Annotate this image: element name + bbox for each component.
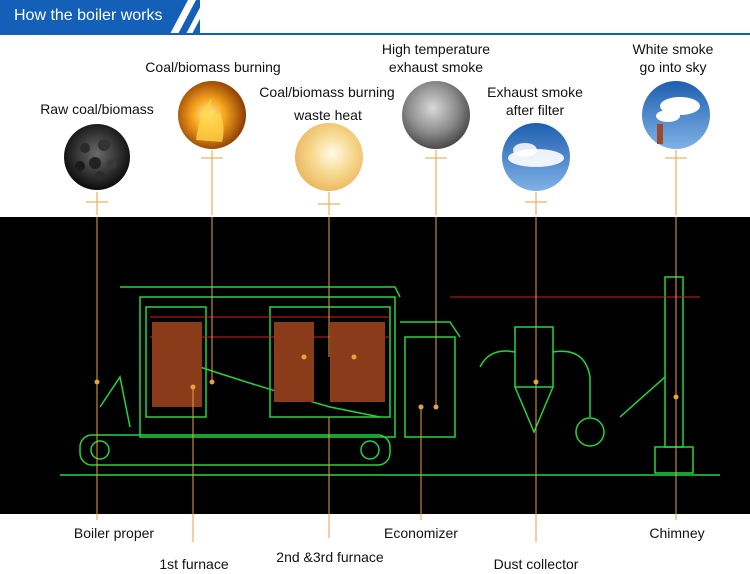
label-2nd-3rd-furnace: 2nd &3rd furnace [276, 549, 384, 565]
label-burning: Coal/biomass burning [145, 59, 281, 75]
filtered-smoke-photo-icon [502, 123, 570, 191]
label-chimney: Chimney [649, 525, 705, 541]
label-after-filter-line2: after filter [505, 102, 565, 118]
label-dust-collector: Dust collector [493, 556, 579, 572]
boiler-schematic [60, 217, 720, 514]
header-rule [0, 33, 750, 35]
smoke-photo-icon [402, 81, 470, 149]
label-white-smoke-line2: go into sky [639, 59, 707, 75]
label-high-temp-line2: exhaust smoke [388, 59, 484, 75]
label-after-filter-line1: Exhaust smoke [487, 84, 583, 100]
fire-photo-icon [178, 81, 246, 149]
photo-circles [64, 81, 710, 215]
header-title: How the boiler works [14, 7, 163, 24]
bottom-connectors [96, 514, 677, 542]
label-economizer: Economizer [384, 525, 458, 541]
label-boiler-proper: Boiler proper [73, 525, 155, 541]
coal-photo-icon [64, 124, 130, 190]
waste-heat-photo-icon [295, 123, 363, 191]
boiler-drawing [0, 217, 750, 514]
label-white-smoke-line1: White smoke [632, 41, 714, 57]
label-raw-coal: Raw coal/biomass [40, 101, 154, 117]
white-smoke-photo-icon [642, 81, 710, 149]
header-tab [0, 0, 200, 34]
label-waste-heat-line1: Coal/biomass burning [259, 84, 395, 100]
label-high-temp-line1: High temperature [381, 41, 491, 57]
label-1st-furnace: 1st furnace [159, 556, 229, 572]
label-waste-heat-line2: waste heat [294, 107, 362, 123]
